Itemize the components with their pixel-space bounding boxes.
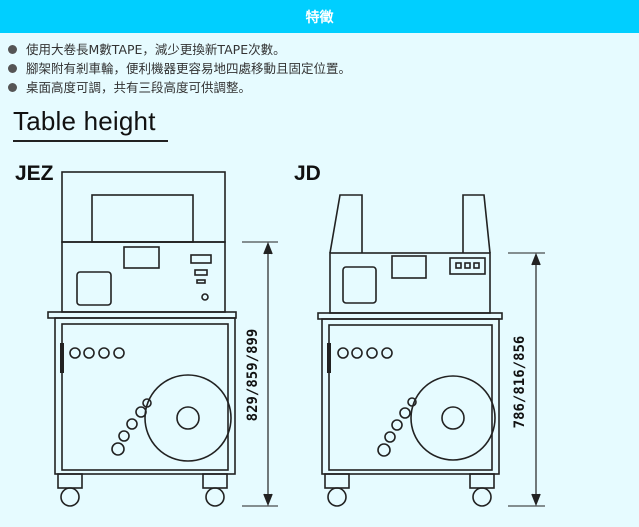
jez-control-body: [61, 241, 226, 313]
jez-panel-box: [76, 271, 112, 306]
feature-text: 腳架附有剎車輪，便利機器更容易地四處移動且固定位置。: [26, 61, 352, 76]
jd-left-tower: [329, 194, 363, 254]
jd-wheel-icon: [327, 487, 347, 507]
jez-reel-hub-icon: [176, 406, 200, 430]
jd-right-tower: [462, 194, 491, 254]
jez-arrow-down-icon: [263, 493, 273, 507]
feature-text: 使用大卷長M數TAPE，減少更換新TAPE次數。: [26, 42, 286, 57]
jd-machine-drawing: [317, 194, 545, 507]
jez-wheel-icon: [205, 487, 225, 507]
bullet-icon: [8, 64, 17, 73]
jez-cabinet-door: [61, 323, 229, 471]
jd-button-panel: [449, 257, 486, 275]
jd-dot-icon: [381, 347, 393, 359]
jd-reel-hub-icon: [441, 406, 465, 430]
feature-list: 使用大卷長M數TAPE，減少更換新TAPE次數。 腳架附有剎車輪，便利機器更容易…: [8, 40, 628, 97]
jd-arrow-up-icon: [531, 252, 541, 266]
jez-roller-icon: [118, 430, 130, 442]
jez-window: [91, 194, 194, 243]
jd-table-top: [317, 312, 503, 320]
jd-roller-icon: [407, 397, 417, 407]
jd-wheel-icon: [472, 487, 492, 507]
jd-caster-housing: [469, 473, 495, 489]
jez-roller-icon: [126, 418, 138, 430]
jez-roller-icon: [142, 398, 152, 408]
jez-top-frame: [61, 171, 226, 243]
jez-tape-reel-icon: [144, 374, 232, 462]
jd-roller-icon: [384, 431, 396, 443]
jez-base-cabinet: [54, 317, 236, 475]
jd-display: [391, 255, 427, 279]
header-title: 特徵: [305, 9, 334, 26]
jez-wheel-icon: [60, 487, 80, 507]
jd-panel-box: [342, 266, 377, 304]
title-underline: [13, 140, 168, 142]
bullet-icon: [8, 83, 17, 92]
jd-dot-icon: [351, 347, 363, 359]
section-title: Table height: [13, 106, 156, 136]
jez-dot-icon: [98, 347, 110, 359]
feature-header: 特徵: [0, 0, 639, 33]
feature-text: 桌面高度可調，共有三段高度可供調整。: [26, 80, 252, 95]
jd-roller-icon: [391, 419, 403, 431]
jd-model-label: JD: [294, 162, 321, 185]
jez-knob-icon: [201, 293, 209, 301]
jd-cabinet-door: [328, 324, 493, 471]
jd-button-icon: [473, 262, 480, 269]
jd-roller-icon: [399, 407, 411, 419]
jd-height-label: 786/816/856: [512, 335, 528, 429]
jez-height-label: 829/859/899: [245, 328, 261, 422]
jez-arrow-up-icon: [263, 241, 273, 255]
jez-dot-icon: [113, 347, 125, 359]
bullet-icon: [8, 45, 17, 54]
jez-button-strip: [190, 254, 212, 264]
list-item: 腳架附有剎車輪，便利機器更容易地四處移動且固定位置。: [8, 59, 628, 78]
jez-roller-icon: [111, 442, 125, 456]
jd-caster-housing: [324, 473, 350, 489]
jez-table-top: [47, 311, 237, 319]
jez-caster-housing: [202, 473, 228, 489]
jez-display: [123, 246, 160, 269]
jez-indicator: [196, 279, 206, 284]
jez-dot-icon: [83, 347, 95, 359]
jd-button-icon: [464, 262, 471, 269]
jez-caster-housing: [57, 473, 83, 489]
jez-switch: [194, 269, 208, 276]
jd-control-body: [329, 252, 491, 314]
jd-roller-icon: [377, 443, 391, 457]
jd-dot-icon: [337, 347, 349, 359]
jez-machine-drawing: [47, 171, 278, 507]
list-item: 使用大卷長M數TAPE，減少更換新TAPE次數。: [8, 40, 628, 59]
jez-roller-icon: [135, 406, 147, 418]
jd-button-icon: [455, 262, 462, 269]
jd-base-cabinet: [321, 318, 500, 475]
jd-dot-icon: [366, 347, 378, 359]
list-item: 桌面高度可調，共有三段高度可供調整。: [8, 78, 628, 97]
jd-arrow-down-icon: [531, 493, 541, 507]
jez-dot-icon: [69, 347, 81, 359]
jez-model-label: JEZ: [15, 162, 54, 185]
jd-tape-reel-icon: [410, 375, 496, 461]
